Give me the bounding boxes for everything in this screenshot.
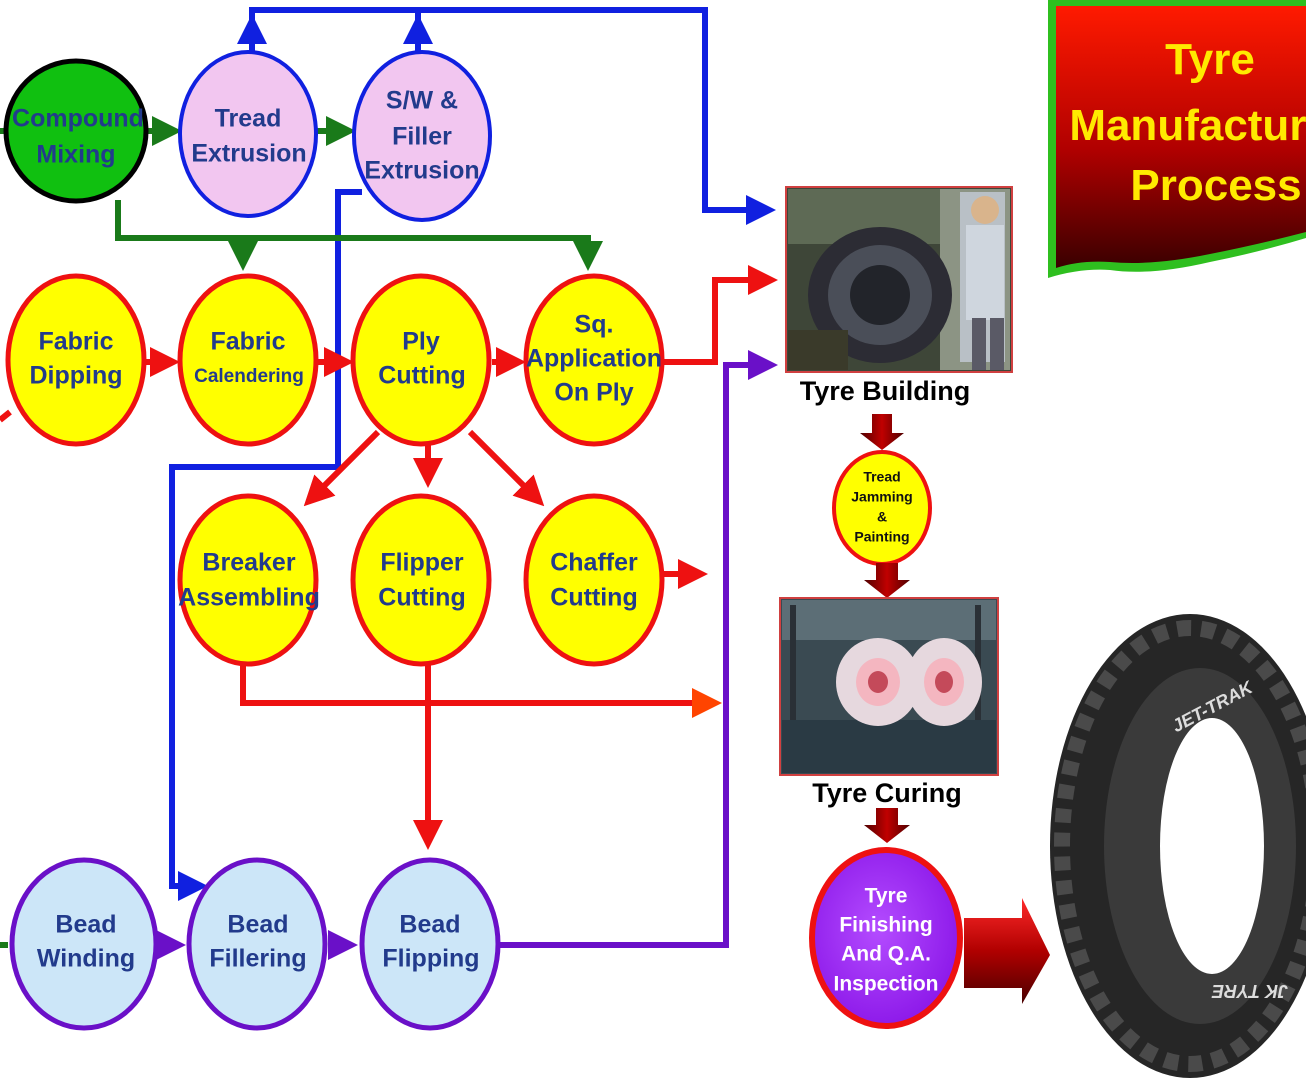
- caption-tyre-building: Tyre Building: [800, 376, 971, 406]
- node-label: Fillering: [209, 945, 306, 973]
- node-label: On Ply: [554, 379, 633, 407]
- node-label: Tyre: [865, 885, 908, 908]
- node-bead-flipping: Bead Flipping: [362, 860, 498, 1028]
- node-label: Jamming: [851, 489, 912, 505]
- down-arrow-icon: [864, 808, 910, 843]
- node-label: Dipping: [29, 362, 122, 390]
- node-label: Filler: [392, 123, 452, 151]
- node-label: Tread: [863, 469, 900, 485]
- node-label: &: [877, 509, 887, 525]
- tyre-building-photo: [786, 187, 1012, 372]
- node-label: Cutting: [378, 584, 465, 612]
- node-label: Cutting: [378, 362, 465, 390]
- node-label: Cutting: [550, 584, 637, 612]
- node-label: And Q.A.: [841, 943, 931, 966]
- node-label: Extrusion: [191, 140, 306, 168]
- title-line: Process: [1130, 161, 1301, 210]
- node-breaker-assembling: Breaker Assembling: [178, 496, 320, 664]
- node-label: Mixing: [36, 141, 115, 169]
- down-arrow-icon: [860, 414, 904, 450]
- node-label: Fabric: [38, 328, 113, 356]
- node-label: Application: [526, 345, 662, 373]
- node-label: Painting: [854, 529, 909, 545]
- node-label: Assembling: [178, 584, 320, 612]
- node-sw-filler-extrusion: S/W & Filler Extrusion: [354, 52, 490, 220]
- title-banner: Tyre Manufacturi Process: [1048, 0, 1306, 278]
- node-label: Bead: [227, 911, 288, 939]
- node-label: Calendering: [194, 366, 304, 387]
- node-label: Chaffer: [550, 549, 638, 577]
- node-label: Breaker: [202, 549, 295, 577]
- node-label: Flipper: [380, 549, 464, 577]
- node-label: S/W &: [386, 87, 458, 115]
- node-tyre-finishing: Tyre Finishing And Q.A. Inspection: [812, 850, 960, 1026]
- caption-tyre-curing: Tyre Curing: [812, 778, 962, 808]
- node-tread-extrusion: Tread Extrusion: [180, 52, 316, 216]
- node-label: Sq.: [575, 311, 614, 339]
- node-label: Tread: [215, 105, 282, 133]
- node-bead-winding: Bead Winding: [12, 860, 156, 1028]
- node-flipper-cutting: Flipper Cutting: [353, 496, 489, 664]
- node-label: Flipping: [382, 945, 479, 973]
- node-label: Bead: [55, 911, 116, 939]
- node-tread-jamming: Tread Jamming & Painting: [834, 452, 930, 564]
- node-chaffer-cutting: Chaffer Cutting: [526, 496, 662, 664]
- node-label: Inspection: [833, 973, 938, 996]
- node-label: Bead: [399, 911, 460, 939]
- title-line: Tyre: [1165, 35, 1255, 84]
- node-label: Winding: [37, 945, 135, 973]
- tyre-curing-photo: [780, 598, 998, 775]
- title-line: Manufacturi: [1069, 101, 1306, 150]
- node-sq-application: Sq. Application On Ply: [526, 276, 662, 444]
- tyre-brand-text: JK TYRE: [1211, 981, 1288, 1001]
- node-label: Compound: [12, 105, 144, 133]
- node-label: Extrusion: [364, 157, 479, 185]
- orange-flow-line: [243, 664, 716, 703]
- node-bead-fillering: Bead Fillering: [189, 860, 325, 1028]
- node-label: Finishing: [839, 914, 932, 937]
- node-ply-cutting: Ply Cutting: [353, 276, 489, 444]
- node-label: Ply: [402, 328, 440, 356]
- node-label: Fabric: [210, 328, 285, 356]
- tyre-image: JET-TRAK JK TYRE: [1050, 614, 1306, 1078]
- node-fabric-calendering: Fabric Calendering: [180, 276, 316, 444]
- node-compound-mixing: Compound Mixing: [6, 61, 146, 201]
- node-fabric-dipping: Fabric Dipping: [8, 276, 144, 444]
- down-arrow-icon: [864, 563, 910, 598]
- big-right-arrow-icon: [964, 898, 1050, 1004]
